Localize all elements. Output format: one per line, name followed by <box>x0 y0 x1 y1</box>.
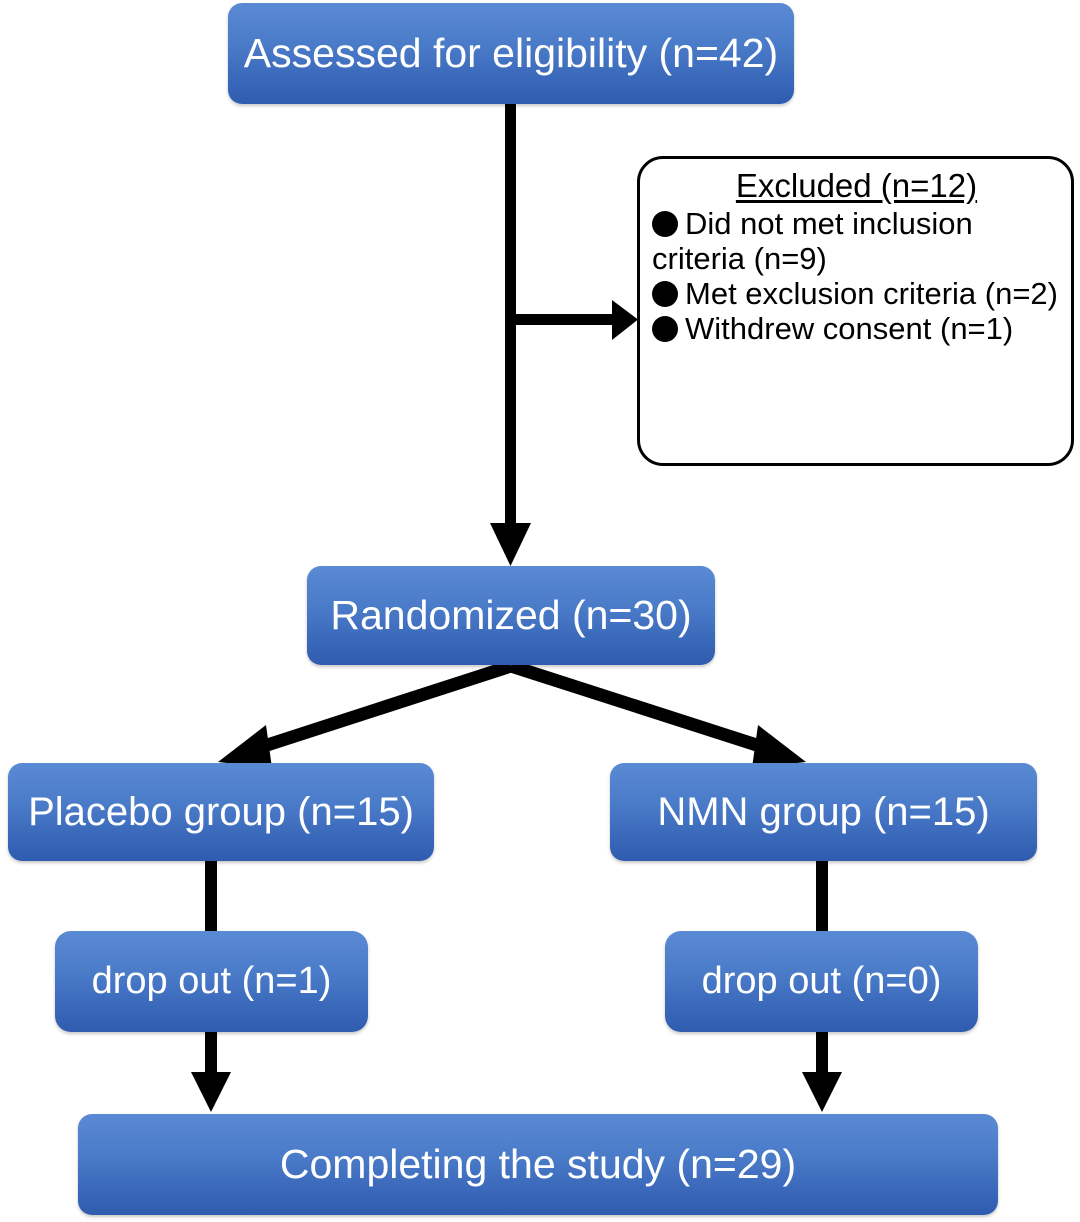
edge-randomized-to-placebo-arrowhead <box>218 725 272 768</box>
edge-placebo-to-completing-arrowhead <box>191 1072 231 1112</box>
edge-randomized-to-nmn-arrowhead <box>752 725 806 768</box>
node-completing-the-study[interactable]: Completing the study (n=29) <box>78 1114 998 1215</box>
edge-assessed-to-excluded-arrowhead <box>612 300 638 340</box>
edge-assessed-to-excluded-line <box>510 314 615 325</box>
node-dropout-nmn[interactable]: drop out (n=0) <box>665 931 978 1032</box>
excluded-item-1: Did not met inclusion criteria (n=9) <box>652 206 1061 276</box>
edge-assessed-to-randomized-arrowhead <box>490 523 531 566</box>
node-excluded-box[interactable]: Excluded (n=12) Did not met inclusion cr… <box>637 156 1074 466</box>
edge-randomized-to-placebo-line <box>255 659 514 755</box>
node-dropout-nmn-label: drop out (n=0) <box>701 959 942 1002</box>
node-nmn-group[interactable]: NMN group (n=15) <box>610 763 1037 861</box>
bullet-icon <box>652 211 678 238</box>
node-dropout-placebo-label: drop out (n=1) <box>91 959 332 1002</box>
node-randomized[interactable]: Randomized (n=30) <box>307 566 715 665</box>
bullet-icon <box>652 281 678 308</box>
node-dropout-placebo[interactable]: drop out (n=1) <box>55 931 368 1032</box>
node-assessed-for-eligibility[interactable]: Assessed for eligibility (n=42) <box>228 3 794 104</box>
excluded-item-2-label: Met exclusion criteria (n=2) <box>685 276 1058 312</box>
edge-assessed-to-randomized-line <box>505 103 516 541</box>
node-nmn-label: NMN group (n=15) <box>657 790 990 834</box>
excluded-item-3-label: Withdrew consent (n=1) <box>685 311 1014 347</box>
excluded-item-1-label: Did not met inclusion criteria (n=9) <box>652 206 973 277</box>
node-assessed-label: Assessed for eligibility (n=42) <box>243 29 779 76</box>
node-placebo-group[interactable]: Placebo group (n=15) <box>8 763 434 861</box>
excluded-item-2: Met exclusion criteria (n=2) <box>652 276 1061 311</box>
edge-nmn-to-completing-arrowhead <box>802 1072 842 1112</box>
bullet-icon <box>652 316 678 343</box>
node-randomized-label: Randomized (n=30) <box>330 591 692 638</box>
excluded-item-3: Withdrew consent (n=1) <box>652 311 1061 346</box>
node-placebo-label: Placebo group (n=15) <box>28 790 414 834</box>
edge-randomized-to-nmn-line <box>509 659 768 755</box>
excluded-title: Excluded (n=12) <box>735 167 978 204</box>
node-completing-label: Completing the study (n=29) <box>279 1140 797 1187</box>
